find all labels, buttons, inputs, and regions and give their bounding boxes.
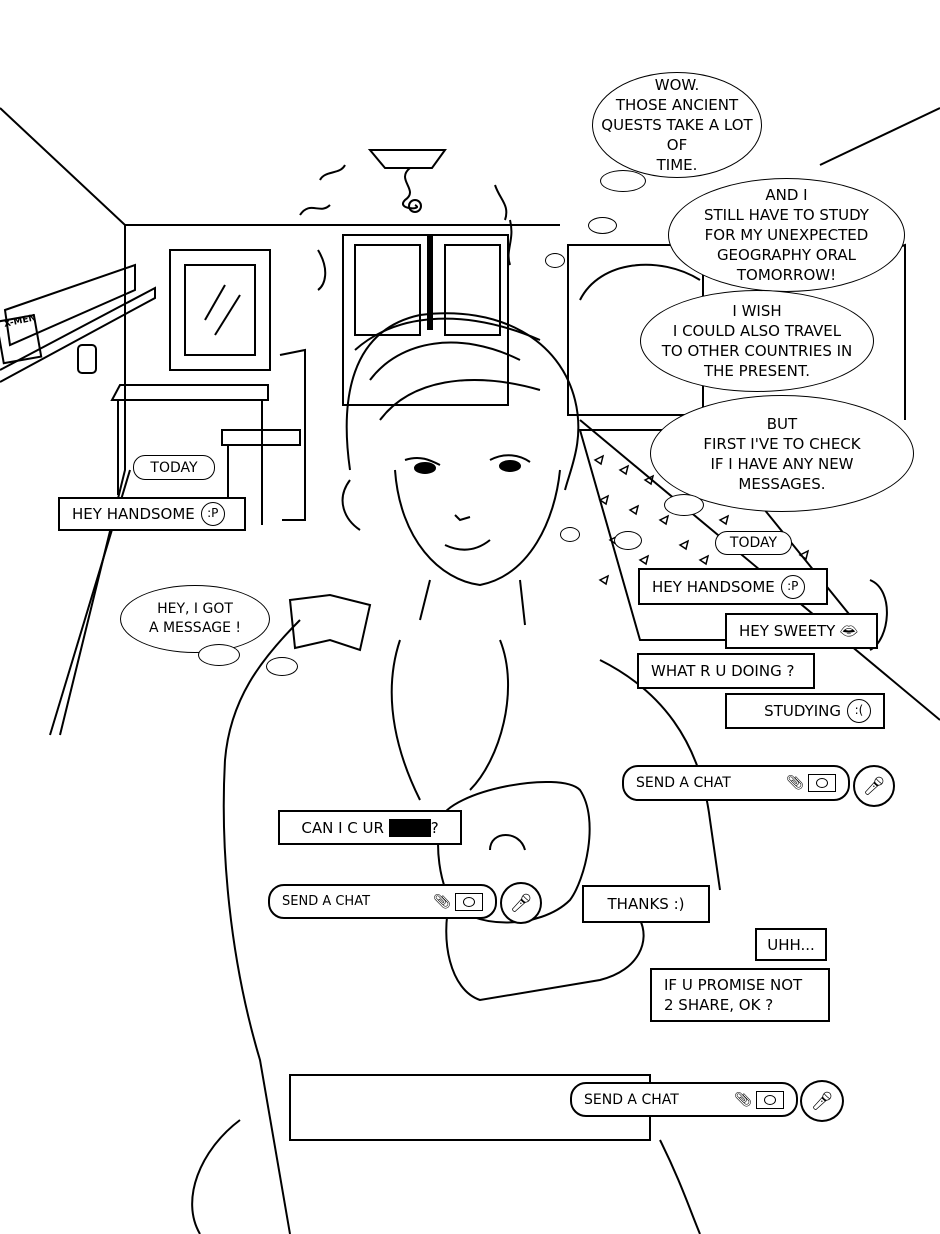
- paperclip-icon[interactable]: 📎︎: [433, 893, 451, 910]
- thought-dot: [545, 253, 565, 268]
- date-label: TODAY: [715, 531, 792, 555]
- camera-icon[interactable]: [756, 1090, 784, 1109]
- message-bubble: HEY HANDSOME :P: [638, 568, 828, 605]
- thought-dot: [600, 170, 646, 192]
- message-text: HEY HANDSOME: [72, 505, 195, 523]
- thought-bubble-travel-wish: I WISH I COULD ALSO TRAVEL TO OTHER COUN…: [640, 290, 874, 392]
- redaction-bar: [388, 818, 431, 837]
- microphone-button[interactable]: 🎤︎: [800, 1080, 844, 1122]
- speech-bubble-got-message: HEY, I GOT A MESSAGE !: [120, 585, 270, 653]
- tongue-face-icon: :P: [200, 502, 225, 526]
- chat-composer[interactable]: SEND A CHAT 📎︎: [570, 1082, 798, 1117]
- message-bubble: IF U PROMISE NOT 2 SHARE, OK ?: [650, 968, 830, 1022]
- sad-face-icon: :(: [847, 699, 871, 723]
- message-text: STUDYING: [764, 702, 841, 720]
- message-bubble: CAN I C UR ?: [278, 810, 462, 845]
- message-bubble: THANKS :): [582, 885, 710, 923]
- paperclip-icon[interactable]: 📎︎: [786, 775, 804, 791]
- thought-bubble-ancient-quests: WOW. THOSE ANCIENT QUESTS TAKE A LOT OF …: [592, 72, 762, 178]
- thought-dot: [266, 657, 298, 676]
- thought-dot: [560, 527, 580, 542]
- message-bubble: WHAT R U DOING ?: [637, 653, 815, 689]
- paperclip-icon[interactable]: 📎︎: [734, 1091, 752, 1108]
- message-text: ?: [430, 818, 439, 837]
- message-bubble: HEY SWEETY 👄︎: [725, 613, 878, 649]
- message-text: HEY SWEETY: [739, 622, 836, 640]
- message-text: HEY HANDSOME: [652, 577, 775, 596]
- microphone-icon: 🎤︎: [509, 892, 533, 914]
- message-bubble: HEY HANDSOME :P: [58, 497, 246, 531]
- chat-input[interactable]: SEND A CHAT: [584, 1091, 679, 1108]
- message-bubble: STUDYING :(: [725, 693, 885, 729]
- microphone-button[interactable]: 🎤︎: [853, 765, 895, 807]
- date-label: TODAY: [133, 455, 215, 480]
- chat-composer[interactable]: SEND A CHAT 📎︎: [268, 884, 497, 919]
- camera-icon[interactable]: [455, 892, 483, 911]
- lips-icon: 👄︎: [839, 622, 859, 640]
- thought-dot: [614, 531, 642, 550]
- thought-dot: [588, 217, 617, 234]
- message-bubble: UHH...: [755, 928, 827, 961]
- thought-bubble-geography-oral: AND I STILL HAVE TO STUDY FOR MY UNEXPEC…: [668, 178, 905, 292]
- chat-input[interactable]: SEND A CHAT: [636, 775, 731, 791]
- microphone-icon: 🎤︎: [862, 775, 886, 797]
- thought-dot: [198, 644, 240, 666]
- chat-input[interactable]: SEND A CHAT: [282, 894, 371, 909]
- camera-icon[interactable]: [808, 774, 836, 792]
- microphone-button[interactable]: 🎤︎: [500, 882, 542, 924]
- microphone-icon: 🎤︎: [810, 1090, 834, 1112]
- thought-dot: [664, 494, 704, 516]
- thought-bubble-check-messages: BUT FIRST I'VE TO CHECK IF I HAVE ANY NE…: [650, 395, 914, 512]
- message-text: CAN I C UR: [301, 818, 384, 837]
- tongue-face-icon: :P: [780, 574, 805, 599]
- chat-composer[interactable]: SEND A CHAT 📎︎: [622, 765, 850, 801]
